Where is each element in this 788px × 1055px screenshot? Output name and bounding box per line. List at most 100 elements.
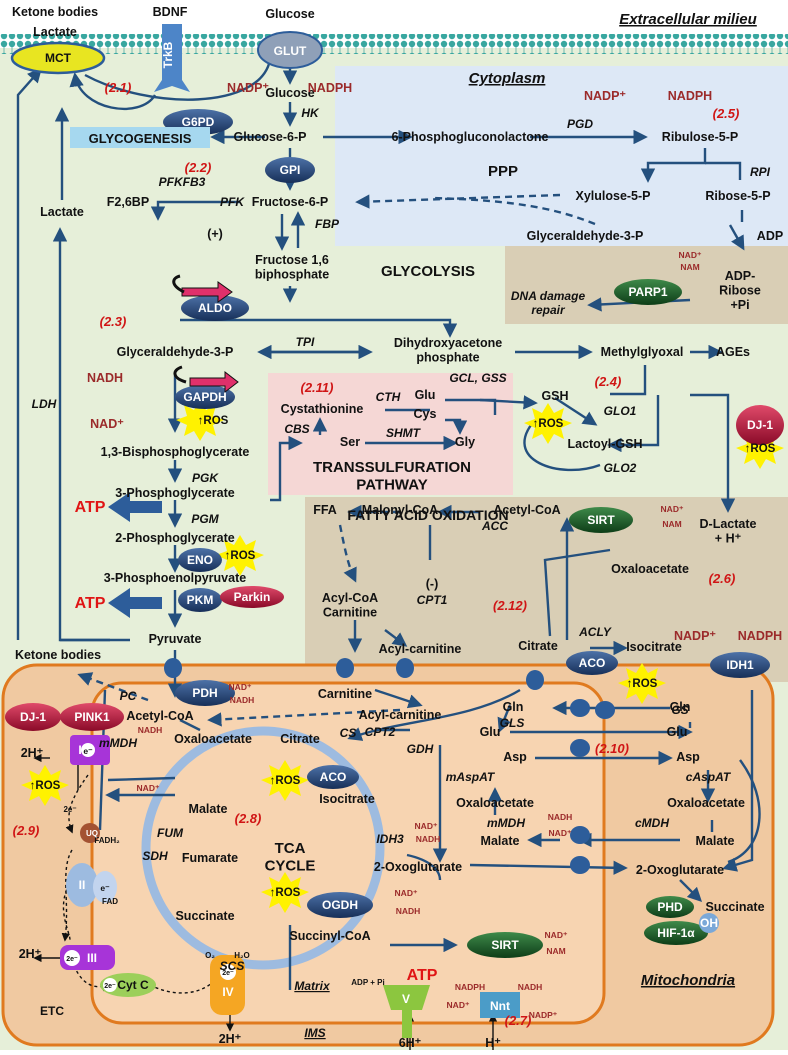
metabolite-36: 3-Phosphoenolpyruvate	[104, 571, 246, 585]
section-1: (2.1)	[105, 80, 132, 95]
complex-iv-label: IV	[222, 985, 233, 999]
complex-iv	[210, 955, 245, 1015]
ros-label-5: ↑ROS	[270, 775, 301, 787]
metabolite-64: 2-Oxoglutarate	[374, 860, 462, 874]
cofactor-9: NAM	[680, 262, 699, 272]
metabolite-75: FAD	[102, 897, 118, 906]
cofactor-8: NAD⁺	[679, 250, 702, 260]
metabolite-46: Acyl-carnitine	[359, 708, 442, 722]
metabolite-31: D-Lactate+ H⁺	[700, 517, 757, 545]
ppp-region	[335, 66, 788, 246]
dj1_left-label: DJ-1	[20, 710, 46, 724]
diagram-labels: Extracellular milieuCytoplasmPPPGLYCOLYS…	[12, 5, 783, 1050]
complex-iv-e: 2e⁻	[222, 970, 234, 977]
enzyme-label-31: FUM	[157, 826, 184, 840]
enzyme-label-26: cAspAT	[686, 770, 732, 784]
metabolite-13: F2,6BP	[107, 195, 149, 209]
trkb-label: TrkB	[161, 41, 175, 68]
enzyme-label-28: mMDH	[99, 736, 137, 750]
matrix-label: Matrix	[294, 979, 331, 993]
metabolite-18: Glyceraldehyde-3-P	[117, 345, 234, 359]
metabolite-47: Acetyl-CoA	[126, 709, 193, 723]
pink1-label: PINK1	[74, 710, 110, 724]
ubiquinone-label: UQ	[86, 829, 98, 838]
metabolite-50: Oxaloacetate	[174, 732, 252, 746]
metabolite-33: FFA	[313, 503, 337, 517]
gpi-label: GPI	[280, 163, 301, 177]
cell-membrane	[0, 34, 788, 54]
cofactor-7: NAD⁺	[90, 417, 124, 431]
cofactor-19: NADH	[396, 906, 421, 916]
cofactor-3: NADPH	[668, 89, 712, 103]
metabolite-49: Gln	[670, 700, 691, 714]
sirt-top-oval	[569, 507, 633, 533]
metabolite-58: Oxaloacetate	[456, 796, 534, 810]
nnt-label: Nnt	[490, 999, 510, 1013]
cofactor-0: NADP⁺	[227, 81, 269, 95]
atp-arrow-1	[108, 492, 162, 522]
cofactor-6: NADH	[87, 371, 123, 385]
pkm-label: PKM	[187, 593, 214, 607]
complex-iii-e: 2e⁻	[66, 956, 78, 963]
cofactor-4: NADP⁺	[674, 629, 716, 643]
atp-label-2: ATP	[75, 595, 106, 612]
ros-label-1: ↑ROS	[533, 418, 564, 430]
ros-label-4: ↑ROS	[627, 678, 658, 690]
metabolite-55: Asp	[503, 750, 527, 764]
metabolite-74: FADH₂	[94, 836, 120, 845]
glycogenesis-box	[70, 127, 210, 148]
cofactor-26: NAD⁺	[447, 1000, 470, 1010]
enzyme-label-22: GLS	[500, 716, 525, 730]
parkin-label: Parkin	[234, 590, 271, 604]
enzyme-label-23: GDH	[407, 742, 434, 756]
complex-i-electron	[81, 743, 95, 757]
metabolite-6: 6-Phosphogluconolactone	[392, 130, 549, 144]
enzyme-label-6: TPI	[296, 335, 315, 349]
metabolite-16: Lactate	[40, 205, 84, 219]
enzyme-label-18: ACLY	[578, 625, 612, 639]
extracellular-label: Extracellular milieu	[619, 11, 757, 28]
enzyme-label-5: FBP	[315, 217, 340, 231]
ogdh-label: OGDH	[322, 898, 358, 912]
metabolite-0: Ketone bodies	[12, 5, 98, 19]
metabolite-21: AGEs	[716, 345, 750, 359]
aco_tca-label: ACO	[320, 770, 347, 784]
enzyme-label-15: PGM	[191, 512, 219, 526]
complex-ii-e: e⁻	[100, 883, 110, 893]
sirt_top-label: SIRT	[587, 513, 615, 527]
enzyme-label-4: PFK	[220, 195, 245, 209]
glut-label: GLUT	[274, 44, 307, 58]
enzyme-label-27: mMDH	[487, 816, 525, 830]
metabolite-73: ADP + Pi	[351, 978, 384, 987]
aldo-label: ALDO	[198, 301, 232, 315]
cofactor-21: NAM	[546, 946, 565, 956]
enzyme-label-14: PGK	[192, 471, 219, 485]
enzyme-label-1: PGD	[567, 117, 593, 131]
eno-oval	[178, 548, 222, 572]
cofactor-5: NADPH	[738, 629, 782, 643]
enzyme-label-30: IDH3	[376, 832, 404, 846]
metabolite-39: (-)	[426, 577, 439, 591]
enzyme-ovals	[5, 24, 784, 1018]
cytochrome-c	[100, 973, 156, 997]
metabolite-4: Glucose	[265, 86, 314, 100]
metabolite-62: Malate	[696, 834, 735, 848]
metabolite-37: Oxaloacetate	[611, 562, 689, 576]
aco_cyto-label: ACO	[579, 656, 606, 670]
fao-label: FATTY ACID OXIDATION	[347, 507, 508, 523]
eno-label: ENO	[187, 553, 213, 567]
metabolite-57: Isocitrate	[319, 792, 375, 806]
idh1-oval	[710, 652, 770, 678]
metabolite-70: 2H⁺	[219, 1032, 242, 1046]
ros-label-2: ↑ROS	[745, 443, 776, 455]
cofactor-16: NAD⁺	[415, 821, 438, 831]
metabolite-25: GSH	[541, 389, 568, 403]
metabolite-76: O₂	[205, 951, 215, 960]
enzyme-label-25: mAspAT	[446, 770, 496, 784]
metabolite-67: Succinate	[705, 900, 764, 914]
